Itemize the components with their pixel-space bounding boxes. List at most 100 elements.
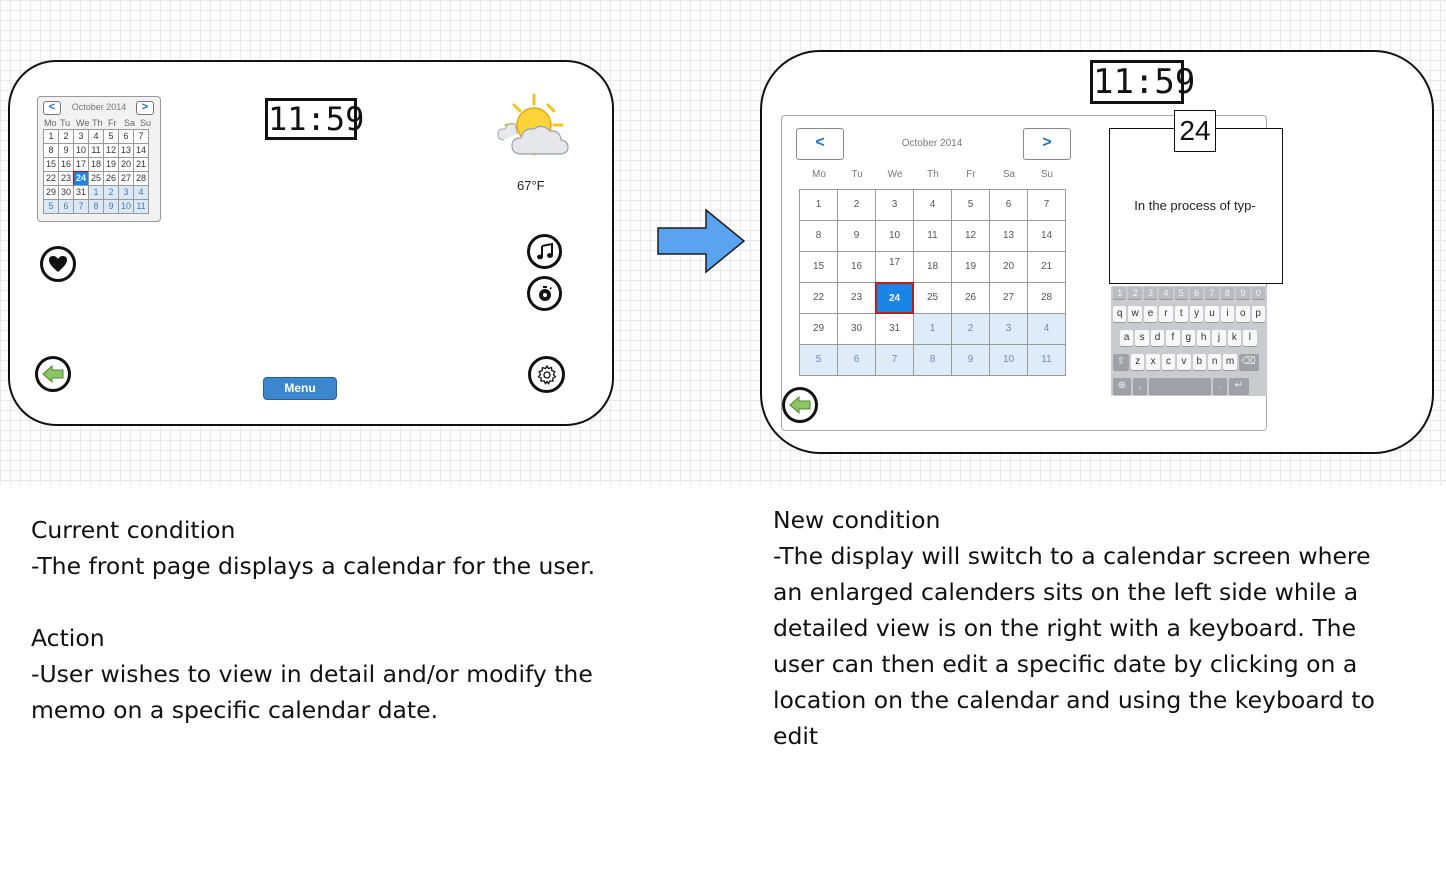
period-key[interactable]: . (1213, 378, 1227, 394)
keyboard-letter-key[interactable]: w (1128, 306, 1142, 322)
backspace-key[interactable]: ⌫ (1238, 354, 1259, 370)
big-day-cell[interactable]: 22 (799, 282, 838, 314)
keyboard-number-key[interactable]: 7 (1205, 287, 1219, 299)
big-day-cell[interactable]: 17 (875, 251, 914, 283)
mini-day-cell[interactable]: 25 (88, 171, 104, 186)
big-day-cell[interactable]: 9 (837, 220, 876, 252)
big-day-cell[interactable]: 10 (875, 220, 914, 252)
keyboard-letter-key[interactable]: d (1150, 330, 1165, 346)
mini-day-cell[interactable]: 3 (118, 185, 134, 200)
keyboard-letter-key[interactable]: s (1135, 330, 1149, 346)
mini-day-cell[interactable]: 7 (73, 199, 89, 214)
mini-day-cell[interactable]: 5 (103, 129, 119, 144)
keyboard-letter-key[interactable]: j (1212, 330, 1226, 346)
big-day-cell[interactable]: 21 (1027, 251, 1066, 283)
mini-day-cell[interactable]: 9 (103, 199, 119, 214)
mini-day-cell[interactable]: 19 (103, 157, 119, 172)
back-arrow-icon[interactable] (35, 356, 71, 392)
mini-day-cell[interactable]: 2 (103, 185, 119, 200)
big-day-cell[interactable]: 27 (989, 282, 1028, 314)
keyboard-letter-key[interactable]: f (1166, 330, 1180, 346)
keyboard-letter-key[interactable]: o (1236, 306, 1250, 322)
keyboard-letter-key[interactable]: n (1207, 354, 1222, 370)
mini-day-cell[interactable]: 23 (58, 171, 74, 186)
keyboard-number-key[interactable]: 8 (1220, 287, 1235, 299)
mini-calendar-prev-button[interactable]: < (43, 101, 61, 115)
calendar-prev-button[interactable]: < (796, 128, 844, 160)
date-detail-view[interactable] (1109, 128, 1283, 284)
keyboard-letter-key[interactable]: b (1192, 354, 1206, 370)
keyboard-letter-key[interactable]: p (1251, 306, 1265, 322)
keyboard-number-key[interactable]: 6 (1189, 287, 1204, 299)
mini-day-cell[interactable]: 10 (73, 143, 89, 158)
mini-day-cell[interactable]: 15 (43, 157, 59, 172)
mini-day-cell[interactable]: 14 (133, 143, 149, 158)
mini-day-cell[interactable]: 7 (133, 129, 149, 144)
keyboard-number-key[interactable]: 2 (1128, 287, 1142, 299)
mini-day-cell[interactable]: 13 (118, 143, 134, 158)
keyboard-letter-key[interactable]: k (1227, 330, 1242, 346)
big-day-cell[interactable]: 5 (799, 344, 838, 376)
mini-day-cell[interactable]: 3 (73, 129, 89, 144)
big-day-cell[interactable]: 15 (799, 251, 838, 283)
menu-button[interactable]: Menu (263, 377, 337, 400)
big-day-cell[interactable]: 23 (837, 282, 876, 314)
mini-day-cell[interactable]: 4 (88, 129, 104, 144)
shift-key[interactable]: ⇧ (1113, 354, 1129, 370)
keyboard-letter-key[interactable]: q (1113, 306, 1127, 322)
big-day-cell[interactable]: 6 (837, 344, 876, 376)
keyboard-letter-key[interactable]: m (1223, 354, 1237, 370)
mini-day-cell[interactable]: 10 (118, 199, 134, 214)
mini-day-cell[interactable]: 24 (73, 171, 89, 186)
mini-day-cell[interactable]: 12 (103, 143, 119, 158)
new-back-arrow-icon[interactable] (782, 387, 818, 423)
mini-day-cell[interactable]: 31 (73, 185, 89, 200)
big-day-cell[interactable]: 6 (989, 189, 1028, 221)
big-day-cell[interactable]: 7 (1027, 189, 1066, 221)
big-day-cell[interactable]: 5 (951, 189, 990, 221)
gear-icon[interactable] (528, 356, 565, 393)
big-day-cell[interactable]: 28 (1027, 282, 1066, 314)
mini-day-cell[interactable]: 4 (133, 185, 149, 200)
big-day-cell[interactable]: 3 (875, 189, 914, 221)
big-day-cell[interactable]: 4 (1027, 313, 1066, 345)
big-day-cell[interactable]: 3 (989, 313, 1028, 345)
timer-icon[interactable] (527, 276, 562, 311)
keyboard-number-key[interactable]: 3 (1143, 287, 1158, 299)
mini-day-cell[interactable]: 1 (43, 129, 59, 144)
comma-key[interactable]: , (1133, 378, 1147, 394)
keyboard-letter-key[interactable]: z (1131, 354, 1145, 370)
big-day-cell[interactable]: 11 (1027, 344, 1066, 376)
mini-day-cell[interactable]: 20 (118, 157, 134, 172)
big-day-cell[interactable]: 30 (837, 313, 876, 345)
keyboard-letter-key[interactable]: a (1120, 330, 1134, 346)
keyboard-letter-key[interactable]: e (1143, 306, 1158, 322)
big-day-cell[interactable]: 11 (913, 220, 952, 252)
keyboard-letter-key[interactable]: y (1189, 306, 1204, 322)
big-day-cell[interactable]: 10 (989, 344, 1028, 376)
space-key[interactable] (1149, 378, 1211, 394)
big-day-cell[interactable]: 2 (951, 313, 990, 345)
mini-day-cell[interactable]: 21 (133, 157, 149, 172)
big-day-cell[interactable]: 1 (913, 313, 952, 345)
mini-day-cell[interactable]: 2 (58, 129, 74, 144)
big-day-cell[interactable]: 16 (837, 251, 876, 283)
big-day-cell[interactable]: 8 (913, 344, 952, 376)
mini-day-cell[interactable]: 18 (88, 157, 104, 172)
mini-day-cell[interactable]: 1 (88, 185, 104, 200)
mini-day-cell[interactable]: 26 (103, 171, 119, 186)
mini-day-cell[interactable]: 6 (118, 129, 134, 144)
calendar-next-button[interactable]: > (1023, 128, 1071, 160)
big-day-cell[interactable]: 14 (1027, 220, 1066, 252)
mini-day-cell[interactable]: 8 (43, 143, 59, 158)
big-day-cell[interactable]: 31 (875, 313, 914, 345)
big-day-cell[interactable]: 20 (989, 251, 1028, 283)
mini-day-cell[interactable]: 8 (88, 199, 104, 214)
globe-key[interactable]: ⊕ (1113, 378, 1131, 394)
big-day-cell[interactable]: 2 (837, 189, 876, 221)
heart-icon[interactable] (40, 246, 76, 282)
mini-day-cell[interactable]: 5 (43, 199, 59, 214)
big-day-cell[interactable]: 13 (989, 220, 1028, 252)
